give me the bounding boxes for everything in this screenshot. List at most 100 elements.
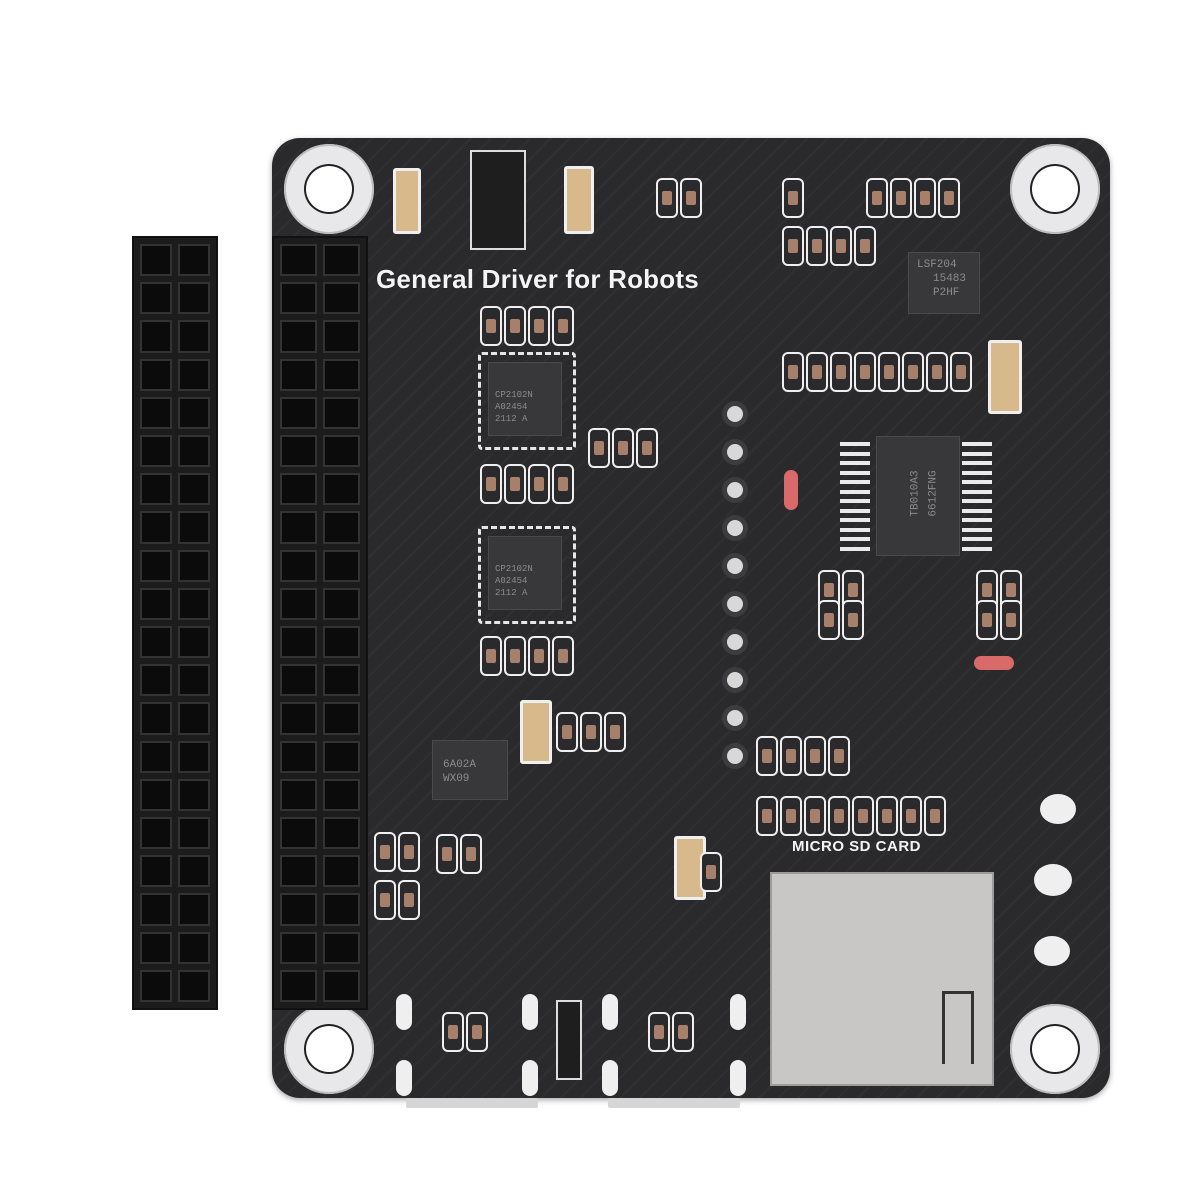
chip-leg (962, 470, 992, 475)
smd-resistor (852, 796, 874, 836)
chip-leg (962, 527, 992, 532)
header-pin (140, 893, 172, 926)
header-pin (280, 244, 317, 277)
via-pad (727, 672, 743, 688)
via-pad (727, 444, 743, 460)
smd-resistor (782, 226, 804, 266)
header-pin (140, 587, 172, 620)
header-pin (280, 587, 317, 620)
header-pin (140, 244, 172, 277)
microsd-card-slot[interactable] (770, 872, 994, 1086)
header-pin (323, 702, 360, 735)
smd-resistor (876, 796, 898, 836)
sd-card-label: MICRO SD CARD (792, 838, 921, 855)
smd-resistor (374, 880, 396, 920)
header-pin (323, 434, 360, 468)
chip-leg (840, 518, 870, 522)
usb-uart-chip-1-pins (478, 352, 576, 450)
header-pin (178, 396, 210, 429)
chip-leg (962, 480, 992, 484)
header-pin (140, 473, 172, 506)
smd-resistor (556, 712, 578, 752)
header-pin (140, 702, 172, 735)
header-pin (140, 778, 172, 811)
header-pin (178, 664, 210, 697)
smd-resistor (552, 636, 574, 676)
smd-resistor (780, 796, 802, 836)
header-pin (140, 434, 172, 468)
status-led (784, 470, 798, 510)
soic8-line2: WX09 (443, 773, 470, 785)
chip-leg (962, 499, 992, 503)
header-pin (178, 931, 210, 964)
smd-resistor (436, 834, 458, 874)
header-pin (140, 740, 172, 773)
capacitor (988, 340, 1022, 414)
header-pin (323, 778, 360, 811)
header-pin (140, 816, 172, 850)
usb-uart-chip-2-pins (478, 526, 576, 624)
smd-resistor (890, 178, 912, 218)
header-pin (178, 473, 210, 506)
header-pin (140, 549, 172, 582)
header-pin (280, 893, 317, 926)
smd-resistor (780, 736, 802, 776)
smd-resistor (480, 636, 502, 676)
usb-uart-2-line1: CP2102N (495, 564, 533, 574)
smd-resistor (1000, 600, 1022, 640)
smd-resistor (480, 464, 502, 504)
header-pin (323, 969, 360, 1002)
smd-resistor (580, 712, 602, 752)
side-pad (1040, 794, 1076, 824)
header-pin (280, 740, 317, 773)
usb-uart-2-line2: A02454 (495, 576, 528, 586)
usb-port-1[interactable] (406, 1098, 538, 1108)
usb-port-2[interactable] (608, 1098, 740, 1108)
smd-resistor (612, 428, 634, 468)
chip-leg (962, 489, 992, 494)
header-pin (280, 282, 317, 315)
header-pin (178, 625, 210, 659)
header-pin (323, 358, 360, 391)
smd-resistor (914, 178, 936, 218)
header-pin (323, 320, 360, 353)
smd-resistor (528, 306, 550, 346)
smd-resistor (804, 736, 826, 776)
header-pin (280, 396, 317, 429)
header-pin (323, 511, 360, 544)
chip-leg (840, 537, 870, 541)
header-pin (323, 816, 360, 850)
usb-uart-chip-2: CP2102N A02454 2112 A (488, 536, 562, 610)
header-pin (280, 969, 317, 1002)
header-pin (323, 282, 360, 315)
header-pin (280, 664, 317, 697)
header-pin (280, 434, 317, 468)
smd-resistor (900, 796, 922, 836)
chip-leg (840, 508, 870, 513)
header-pin (140, 282, 172, 315)
header-pin (280, 511, 317, 544)
header-pin (140, 358, 172, 391)
smd-resistor (924, 796, 946, 836)
smd-resistor (552, 306, 574, 346)
smd-resistor (806, 226, 828, 266)
chip-leg (962, 442, 992, 446)
smd-resistor (806, 352, 828, 392)
header-pin (323, 893, 360, 926)
header-pin (178, 511, 210, 544)
chip-leg (962, 518, 992, 522)
header-pin (280, 931, 317, 964)
smd-resistor (756, 736, 778, 776)
capacitor (564, 166, 594, 234)
usb-shield-pad (522, 994, 538, 1030)
smd-resistor (782, 352, 804, 392)
gpio-header-outer (132, 236, 218, 1010)
header-pin (323, 625, 360, 659)
via-pad (727, 634, 743, 650)
usb-uart-1-line2: A02454 (495, 402, 528, 412)
smd-resistor (854, 352, 876, 392)
header-pin (178, 434, 210, 468)
capacitor (520, 700, 552, 764)
smd-resistor (504, 636, 526, 676)
